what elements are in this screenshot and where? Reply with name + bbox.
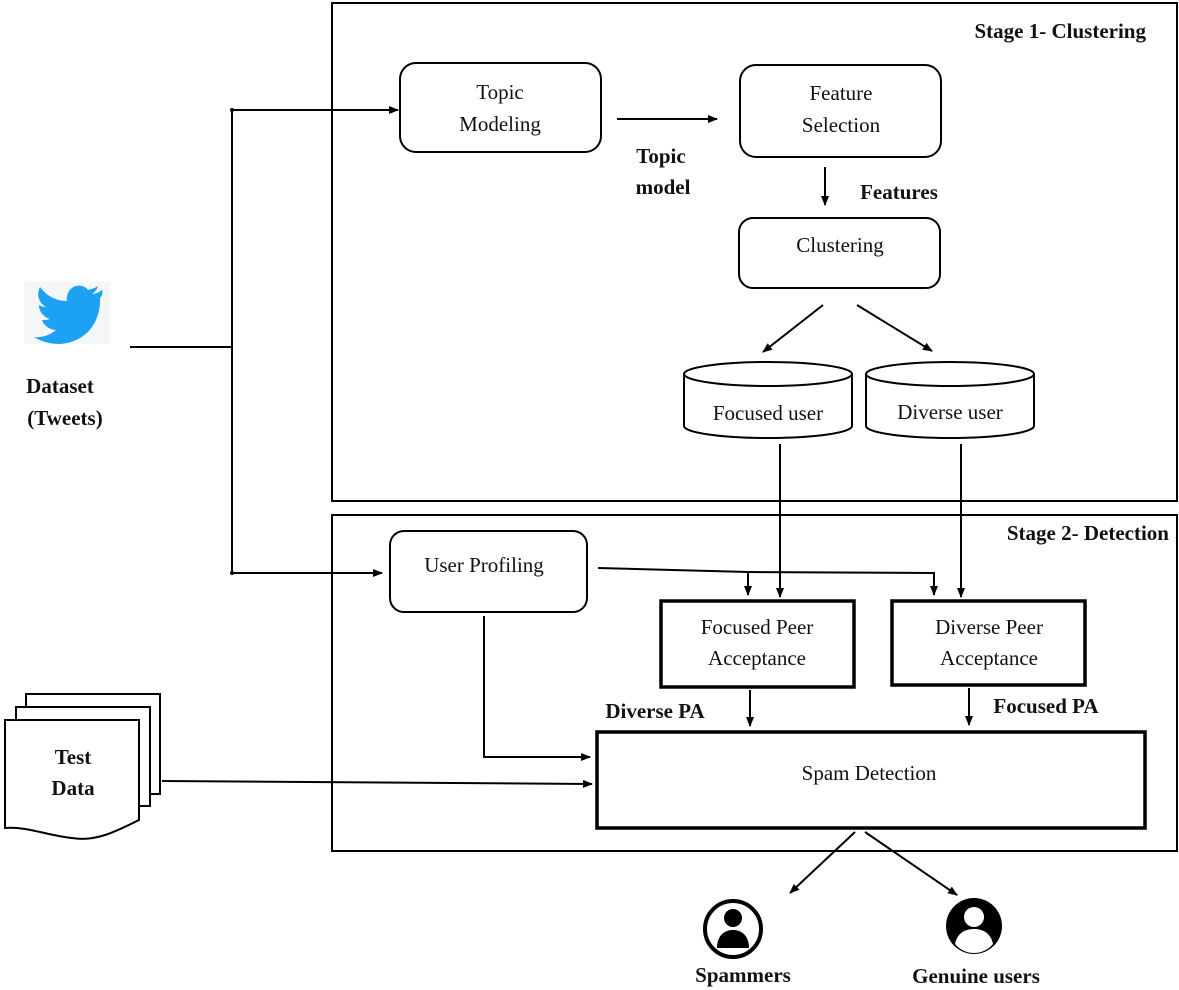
focused-peer-acceptance-node: Focused Peer Acceptance	[659, 599, 856, 689]
dataset-label-line2: (Tweets)	[27, 406, 102, 430]
clustering-to-focused-arrow	[762, 304, 824, 353]
stage1-container	[331, 2, 1178, 502]
diverse-user-label: Diverse user	[897, 400, 1003, 424]
feature-selection-line2: Selection	[802, 113, 881, 137]
features-label: Features	[860, 180, 938, 204]
twitter-bird-icon	[24, 282, 110, 344]
focused-peer-line1: Focused Peer	[701, 615, 814, 639]
topic-modeling-node: Topic Modeling	[399, 62, 602, 153]
clustering-node: Clustering	[738, 217, 941, 289]
diverse-peer-line2: Acceptance	[940, 646, 1038, 670]
spam-detection-label: Spam Detection	[802, 761, 937, 785]
spammers-label: Spammers	[695, 963, 791, 987]
diverse-peer-acceptance-node: Diverse Peer Acceptance	[890, 599, 1087, 687]
stage2-title: Stage 2- Detection	[1007, 521, 1169, 545]
focused-peer-line2: Acceptance	[708, 646, 806, 670]
test-data-to-spam-arrow	[161, 779, 593, 788]
topic-modeling-line1: Topic	[476, 80, 524, 104]
diverse-user-store: Diverse user	[865, 361, 1035, 439]
spam-to-spammers-arrow	[789, 831, 856, 894]
user-profiling-node: User Profiling	[389, 530, 588, 613]
user-profiling-label: User Profiling	[424, 553, 544, 577]
profiling-to-peer-connectors	[483, 567, 938, 761]
diverse-pa-label: Diverse PA	[605, 699, 705, 723]
topic-model-label-line1: Topic	[636, 144, 685, 168]
diverse-peer-line1: Diverse Peer	[935, 615, 1043, 639]
test-data-line1: Test	[55, 745, 92, 769]
focused-user-store: Focused user	[683, 361, 853, 439]
genuine-user-avatar-icon	[946, 898, 1002, 954]
dataset-connectors	[130, 106, 399, 577]
feature-selection-line1: Feature	[810, 81, 873, 105]
dataset-label-line1: Dataset	[26, 374, 94, 398]
spam-to-genuine-arrow	[864, 831, 958, 896]
focused-pa-label: Focused PA	[993, 694, 1099, 718]
focused-user-label: Focused user	[713, 401, 823, 425]
spammer-avatar-icon	[703, 899, 763, 959]
stage2-container	[331, 514, 1178, 852]
topic-model-label-line2: model	[636, 175, 691, 199]
clustering-label: Clustering	[796, 233, 884, 257]
topic-modeling-line2: Modeling	[459, 112, 541, 136]
test-data-line2: Data	[51, 776, 95, 800]
feature-selection-node: Feature Selection	[739, 64, 942, 158]
spam-detection-node: Spam Detection	[595, 730, 1147, 830]
clustering-to-diverse-arrow	[856, 304, 933, 352]
stage1-title: Stage 1- Clustering	[975, 19, 1147, 43]
document-stack-icon	[4, 693, 161, 840]
genuine-users-label: Genuine users	[912, 964, 1040, 988]
